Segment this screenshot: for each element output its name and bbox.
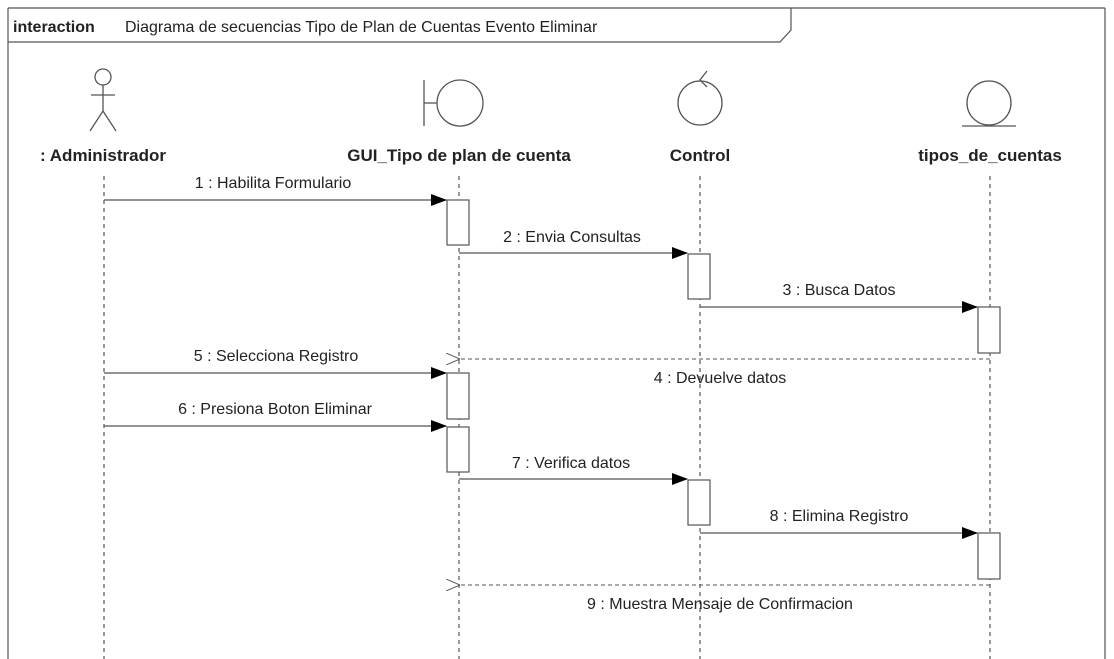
- activation-bar: [687, 253, 711, 300]
- message-label: 2 : Envia Consultas: [503, 229, 641, 246]
- entity-icon: [962, 80, 1016, 127]
- lifeline-name-gui: GUI_Tipo de plan de cuenta: [347, 146, 571, 165]
- activation-bar: [977, 532, 1001, 580]
- message-9: 9 : Muestra Mensaje de Confirmacion: [460, 585, 990, 613]
- actor-icon: [89, 68, 117, 132]
- lifeline-name-control: Control: [670, 146, 730, 165]
- message-4: 4 : Devuelve datos: [460, 359, 990, 387]
- message-label: 6 : Presiona Boton Eliminar: [178, 401, 373, 418]
- activation-bar: [446, 372, 470, 420]
- activation-bar: [446, 426, 470, 473]
- message-7: 7 : Verifica datos: [459, 455, 688, 485]
- interaction-frame: interaction Diagrama de secuencias Tipo …: [7, 7, 1106, 659]
- message-5: 5 : Selecciona Registro: [104, 348, 447, 379]
- message-2: 2 : Envia Consultas: [459, 229, 688, 259]
- activation-bar: [687, 479, 711, 526]
- activation-bar: [446, 199, 470, 246]
- message-label: 7 : Verifica datos: [512, 455, 630, 472]
- message-1: 1 : Habilita Formulario: [104, 175, 447, 206]
- message-label: 8 : Elimina Registro: [770, 508, 909, 525]
- message-3: 3 : Busca Datos: [700, 282, 978, 313]
- message-label: 1 : Habilita Formulario: [195, 175, 352, 192]
- lifeline-name-administrador: : Administrador: [40, 146, 166, 165]
- activation-bar: [977, 306, 1001, 354]
- message-8: 8 : Elimina Registro: [700, 508, 978, 539]
- message-label: 4 : Devuelve datos: [654, 370, 787, 387]
- control-icon: [677, 70, 723, 126]
- boundary-icon: [423, 79, 484, 127]
- lifeline-name-tipos: tipos_de_cuentas: [918, 146, 1062, 165]
- frame-keyword: interaction: [13, 19, 95, 36]
- message-6: 6 : Presiona Boton Eliminar: [104, 401, 447, 432]
- message-label: 3 : Busca Datos: [783, 282, 896, 299]
- message-label: 5 : Selecciona Registro: [194, 348, 359, 365]
- message-label: 9 : Muestra Mensaje de Confirmacion: [587, 596, 853, 613]
- frame-title: Diagrama de secuencias Tipo de Plan de C…: [125, 19, 598, 36]
